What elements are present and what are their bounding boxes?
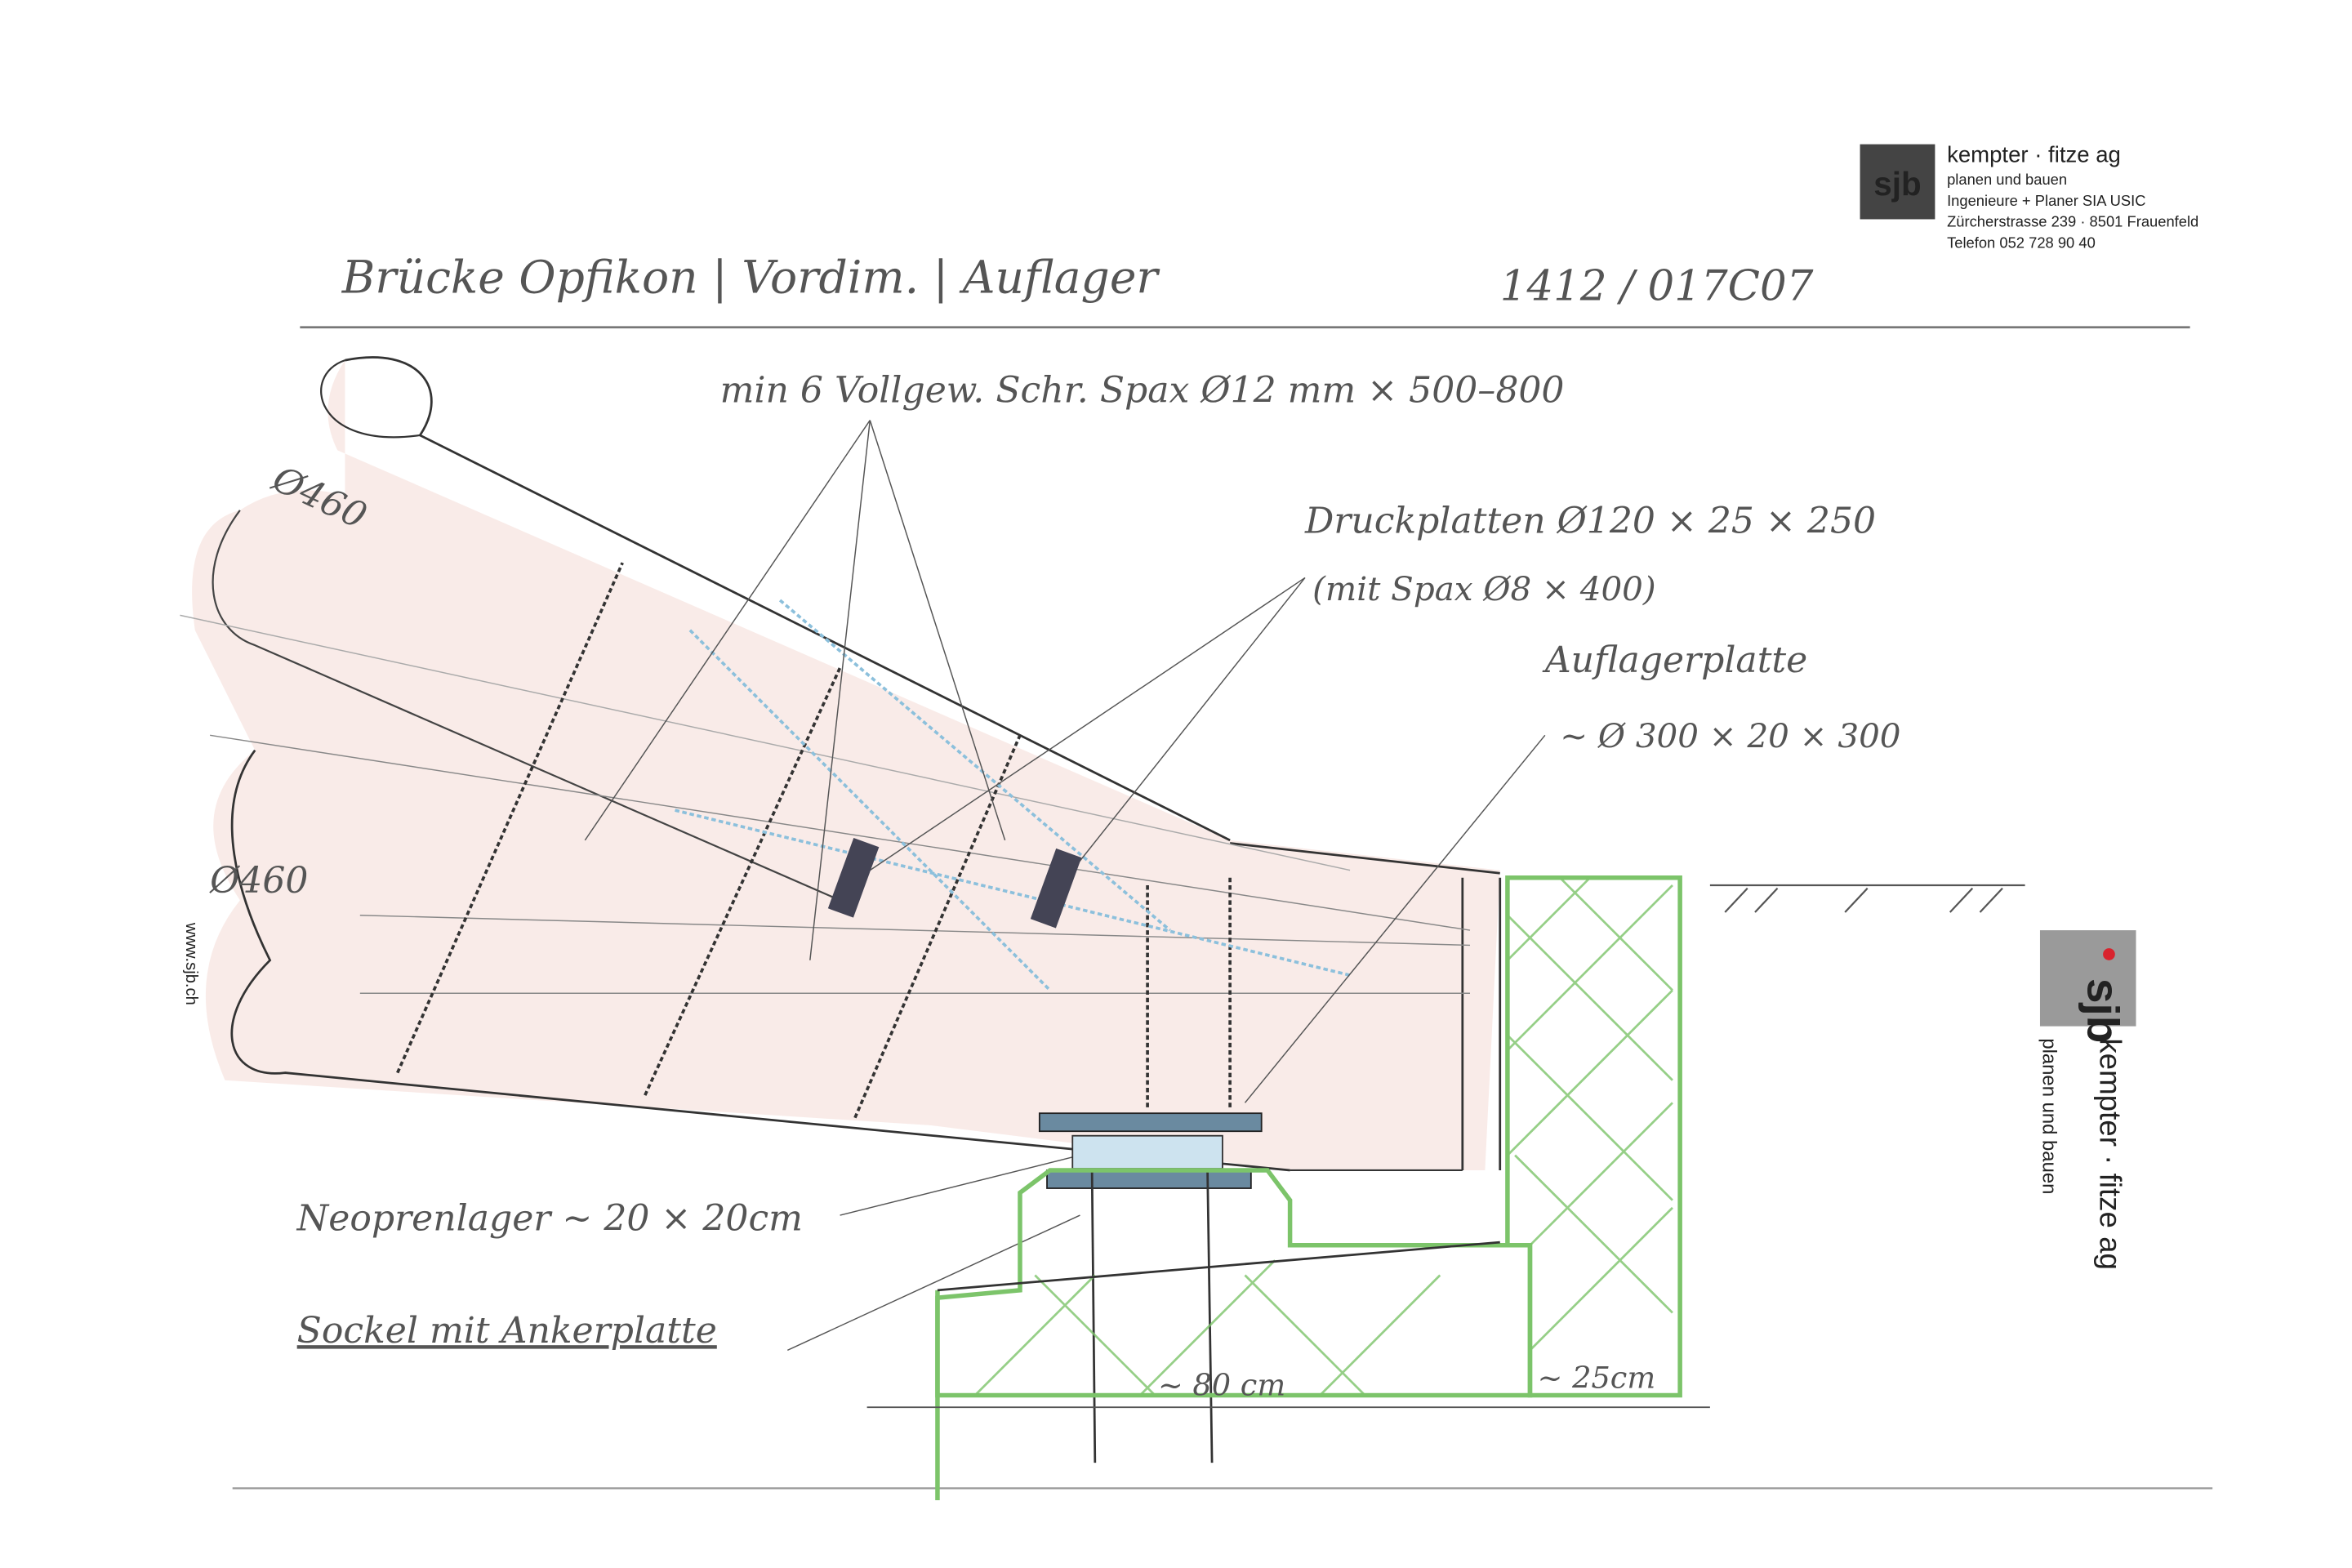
logo-right-tagline: planen und bauen: [2038, 1038, 2060, 1194]
diameter-bottom: Ø460: [209, 860, 308, 902]
base-note: Sockel mit Ankerplatte: [297, 1310, 717, 1352]
logo-icon: [2039, 930, 2136, 1027]
side-url: www.sjb.ch: [182, 922, 200, 1005]
screws-note: min 6 Vollgew. Schr. Spax Ø12 mm × 500–8…: [720, 370, 1565, 412]
drawing-title: Brücke Opfikon | Vordim. | Auflager: [341, 251, 1161, 303]
leader-lines: [584, 420, 1546, 1352]
ground-hatch: [1709, 884, 2025, 913]
stamp-line3: Telefon 052 728 90 40: [1947, 234, 2096, 251]
stamp-logo-icon: [1860, 144, 1936, 220]
stamp-line2: Zürcherstrasse 239 · 8501 Frauenfeld: [1947, 213, 2198, 230]
stamp-company: kempter · fitze ag: [1947, 142, 2121, 167]
logo-right-company: kempter · fitze ag: [2093, 1038, 2127, 1270]
stamp-tagline: planen und bauen: [1947, 171, 2067, 188]
bearing-plate-note: Auflagerplatte: [1542, 639, 1807, 681]
stamp-line1: Ingenieure + Planer SIA USIC: [1947, 192, 2145, 209]
dimension-25: ~ 25cm: [1538, 1360, 1656, 1395]
company-stamp: sjb kempter · fitze ag planen und bauen …: [1860, 142, 2198, 251]
pressure-plates-sub: (mit Spax Ø8 × 400): [1312, 569, 1655, 608]
bearing-assembly: [1038, 1112, 1263, 1463]
bearing-plate-dims: ~ Ø 300 × 20 × 300: [1560, 716, 1900, 755]
company-logo-right: sjb kempter · fitze ag planen und bauen: [2038, 930, 2136, 1270]
dimension-80: ~ 80 cm: [1158, 1367, 1285, 1402]
concrete-abutment: [935, 875, 1682, 1501]
logo-right-text: sjb: [2078, 978, 2129, 1044]
timber-member-upper: [180, 356, 1500, 1172]
pressure-plates-note: Druckplatten Ø120 × 25 × 250: [1304, 500, 1876, 541]
pressure-plate: [1030, 848, 1082, 929]
blue-screws: [675, 599, 1351, 991]
pressure-plate: [827, 837, 880, 918]
neoprene-note: Neoprenlager ~ 20 × 20cm: [296, 1197, 803, 1239]
screws: [396, 562, 1232, 1119]
stamp-logo-text: sjb: [1873, 165, 1921, 203]
project-number: 1412 / 017C07: [1500, 262, 1814, 311]
